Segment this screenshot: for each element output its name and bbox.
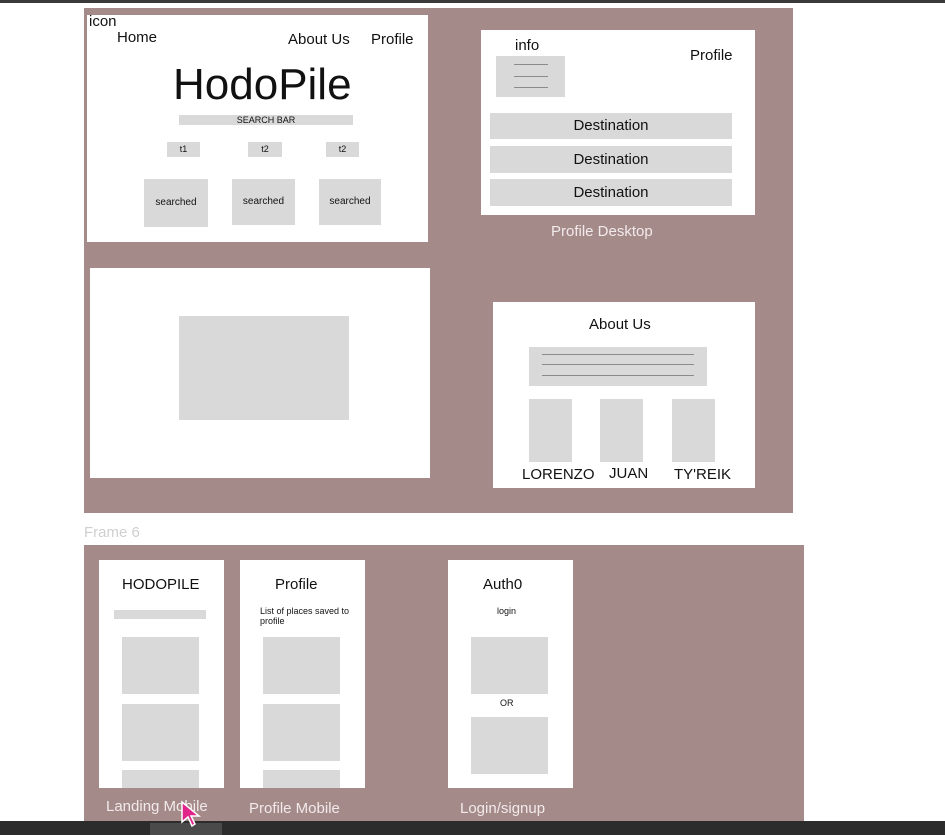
landing-mobile-card[interactable]: HODOPILE	[99, 560, 224, 788]
team-member-photo	[529, 399, 572, 462]
team-member-name: LORENZO	[522, 466, 595, 483]
tag-chip[interactable]: t1	[167, 142, 200, 157]
mobile-title: Auth0	[483, 576, 523, 593]
landing-desktop-card[interactable]: icon Home About Us Profile HodoPile SEAR…	[87, 13, 428, 242]
destination-label: Destination	[573, 117, 649, 134]
search-result-card[interactable]: searched	[319, 179, 381, 225]
tag-chip[interactable]: t2	[248, 142, 282, 157]
mobile-title: HODOPILE	[122, 576, 200, 593]
tag-chip-label: t2	[338, 144, 347, 154]
about-us-title: About Us	[589, 316, 651, 333]
toolbar-tab[interactable]	[150, 823, 222, 835]
icon-placeholder-label: icon	[89, 13, 117, 30]
team-member-photo	[600, 399, 643, 462]
team-member-photo	[672, 399, 715, 462]
or-divider: OR	[500, 698, 514, 708]
search-result-card[interactable]: searched	[232, 179, 295, 225]
about-us-card[interactable]: About Us LORENZO JUAN TY'REIK	[493, 302, 755, 488]
saved-place-placeholder[interactable]	[263, 704, 340, 761]
content-card-placeholder	[122, 704, 199, 761]
destination-item[interactable]: Destination	[490, 113, 732, 139]
signup-button[interactable]	[471, 717, 548, 774]
destination-label: Destination	[573, 151, 649, 168]
top-toolbar-edge	[0, 0, 945, 3]
info-label: info	[515, 37, 540, 54]
search-bar[interactable]: SEARCH BAR	[179, 115, 353, 125]
nav-home-link[interactable]: Home	[117, 29, 158, 46]
destination-label: Destination	[573, 184, 649, 201]
cursor-arrow-icon	[181, 800, 202, 828]
info-box	[496, 56, 565, 97]
nav-profile-link[interactable]: Profile	[371, 31, 414, 48]
search-bar[interactable]	[114, 610, 206, 619]
login-label: login	[497, 606, 517, 616]
mobile-title: Profile	[275, 576, 318, 593]
tag-chip-label: t2	[261, 144, 269, 154]
search-bar-label: SEARCH BAR	[236, 115, 296, 125]
bottom-toolbar	[0, 821, 945, 835]
saved-places-description: List of places saved to profile	[260, 606, 350, 626]
search-result-label: searched	[329, 196, 371, 207]
about-text-box	[529, 347, 707, 386]
login-button[interactable]	[471, 637, 548, 694]
saved-place-placeholder[interactable]	[263, 770, 340, 788]
profile-label: Profile	[690, 47, 733, 64]
page-title: HodoPile	[173, 60, 352, 109]
destination-item[interactable]: Destination	[490, 179, 732, 206]
search-result-label: searched	[155, 197, 197, 208]
auth-mobile-card[interactable]: Auth0 login OR	[448, 560, 573, 788]
content-card-placeholder	[122, 637, 199, 694]
tag-chip[interactable]: t2	[326, 142, 359, 157]
profile-mobile-card[interactable]: Profile List of places saved to profile	[240, 560, 365, 788]
frame-caption: Profile Desktop	[551, 223, 653, 240]
search-result-card[interactable]: searched	[144, 179, 208, 227]
content-card-placeholder	[122, 770, 199, 788]
media-desktop-card[interactable]	[90, 268, 430, 478]
nav-about-link[interactable]: About Us	[288, 31, 350, 48]
saved-place-placeholder[interactable]	[263, 637, 340, 694]
tag-chip-label: t1	[179, 144, 188, 154]
frame-label[interactable]: Frame 6	[84, 524, 140, 541]
image-placeholder	[179, 316, 349, 420]
team-member-name: TY'REIK	[674, 466, 732, 483]
profile-desktop-card[interactable]: info Profile Destination Destination Des…	[481, 30, 755, 215]
frame-caption: Profile Mobile	[249, 800, 340, 817]
destination-item[interactable]: Destination	[490, 146, 732, 173]
search-result-label: searched	[242, 196, 285, 207]
team-member-name: JUAN	[609, 465, 649, 482]
frame-caption: Login/signup	[460, 800, 546, 817]
